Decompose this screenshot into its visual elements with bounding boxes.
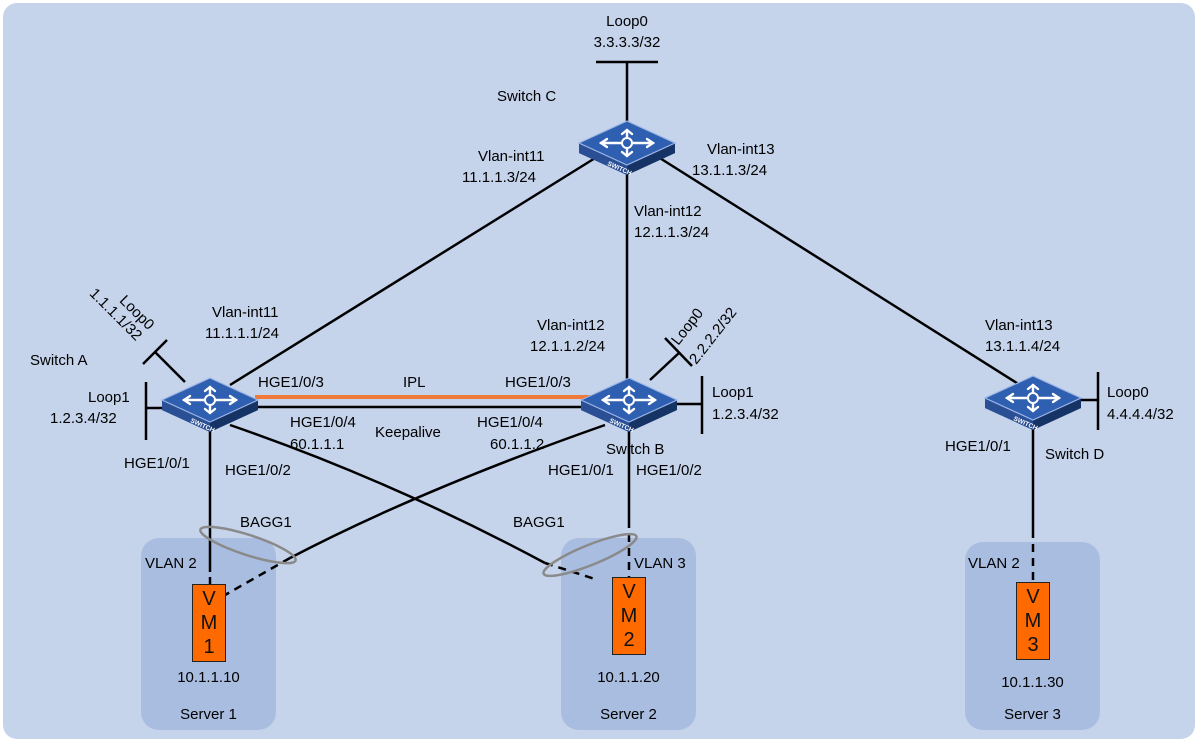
a-hge2-label: HGE1/0/2 xyxy=(225,462,291,479)
switch-c-loop0-name: Loop0 xyxy=(606,13,648,30)
link-a-vm2-dash xyxy=(544,561,599,582)
switch-b-loop1-ip: 1.2.3.4/32 xyxy=(712,406,779,423)
switch-a-name: Switch A xyxy=(30,352,88,369)
switch-a-loop0-bar xyxy=(142,339,168,365)
ipl-label: IPL xyxy=(403,374,426,391)
c-int13-ip: 13.1.1.3/24 xyxy=(692,162,768,179)
switch-b-loop0-link xyxy=(649,351,681,381)
a-hge4-label: HGE1/0/4 xyxy=(290,414,356,431)
b-int12-ip: 12.1.1.2/24 xyxy=(530,338,606,355)
a-hge1-label: HGE1/0/1 xyxy=(124,455,190,472)
switch-d-icon[interactable]: SWITCH xyxy=(983,375,1083,432)
b-hge4-label: HGE1/0/4 xyxy=(477,414,543,431)
a-int11-label: Vlan-int11 xyxy=(212,304,279,321)
c-int11-ip: 11.1.1.3/24 xyxy=(462,169,536,186)
bagg-left-label: BAGG1 xyxy=(240,514,292,531)
switch-b-name: Switch B xyxy=(606,441,665,458)
switch-a-loop1-name: Loop1 xyxy=(88,389,130,406)
switch-d-name: Switch D xyxy=(1045,446,1105,463)
server-3-vlan: VLAN 2 xyxy=(968,555,1020,572)
d-int13-ip: 13.1.1.4/24 xyxy=(985,338,1061,355)
vm1[interactable]: V M 1 xyxy=(192,584,226,662)
server-2-vlan: VLAN 3 xyxy=(634,555,686,572)
d-int13-label: Vlan-int13 xyxy=(985,317,1053,334)
b-hge3-label: HGE1/0/3 xyxy=(505,374,571,391)
vm3-label-num: 3 xyxy=(1027,634,1039,656)
b-hge1-label: HGE1/0/1 xyxy=(548,462,614,479)
vm3-label-m: M xyxy=(1024,610,1042,632)
switch-d-loop0-name: Loop0 xyxy=(1107,384,1149,401)
switch-c-loop0-ip: 3.3.3.3/32 xyxy=(593,34,661,51)
switch-a-icon[interactable]: SWITCH xyxy=(160,377,260,434)
link-c-d xyxy=(654,153,1021,387)
d-hge1-label: HGE1/0/1 xyxy=(945,438,1011,455)
server-1-name: Server 1 xyxy=(180,706,237,723)
b-int12-label: Vlan-int12 xyxy=(537,317,605,334)
a-hge4-ip: 60.1.1.1 xyxy=(290,436,345,453)
switch-b-loop1-name: Loop1 xyxy=(712,384,754,401)
b-hge2-label: HGE1/0/2 xyxy=(636,462,702,479)
switch-d-loop0-ip: 4.4.4.4/32 xyxy=(1107,406,1174,423)
switch-c-name: Switch C xyxy=(497,88,557,105)
bagg-ring-left xyxy=(199,525,297,565)
link-b-vm1 xyxy=(289,423,606,560)
switch-b-loop0-bar xyxy=(664,337,693,367)
c-int12-ip: 12.1.1.3/24 xyxy=(634,224,710,241)
server-3-ip: 10.1.1.30 xyxy=(1001,674,1064,691)
link-b-vm1-dash xyxy=(224,556,291,597)
c-int13-label: Vlan-int13 xyxy=(707,141,775,158)
switch-c-icon[interactable]: SWITCH xyxy=(577,120,677,177)
c-int12-label: Vlan-int12 xyxy=(634,203,702,220)
server-3-name: Server 3 xyxy=(1004,706,1061,723)
vm1-label-v: V xyxy=(202,588,216,610)
switch-a-loop1-ip: 1.2.3.4/32 xyxy=(50,410,117,427)
link-a-vm2 xyxy=(229,423,546,565)
switch-a-loop0-link xyxy=(154,351,186,383)
a-int11-ip: 11.1.1.1/24 xyxy=(205,325,279,342)
vm3[interactable]: V M 3 xyxy=(1016,582,1050,660)
vm1-label-num: 1 xyxy=(203,636,215,658)
b-hge4-ip: 60.1.1.2 xyxy=(490,436,545,453)
vm3-label-v: V xyxy=(1026,586,1040,608)
link-c-a xyxy=(229,153,601,387)
bagg-right-label: BAGG1 xyxy=(513,514,565,531)
keepalive-label: Keepalive xyxy=(375,424,441,441)
vm1-label-m: M xyxy=(200,612,218,634)
c-int11-label: Vlan-int11 xyxy=(478,148,545,165)
vm2-label-v: V xyxy=(622,581,636,603)
server-2-ip: 10.1.1.20 xyxy=(597,669,660,686)
bagg-ring-right xyxy=(542,532,638,578)
a-hge3-label: HGE1/0/3 xyxy=(258,374,324,391)
vm2-label-m: M xyxy=(620,605,638,627)
vm2-label-num: 2 xyxy=(623,629,635,651)
server-2-name: Server 2 xyxy=(600,706,657,723)
server-1-ip: 10.1.1.10 xyxy=(177,669,240,686)
vm2[interactable]: V M 2 xyxy=(612,577,646,655)
server-1-vlan: VLAN 2 xyxy=(145,555,197,572)
switch-b-icon[interactable]: SWITCH xyxy=(579,377,679,434)
